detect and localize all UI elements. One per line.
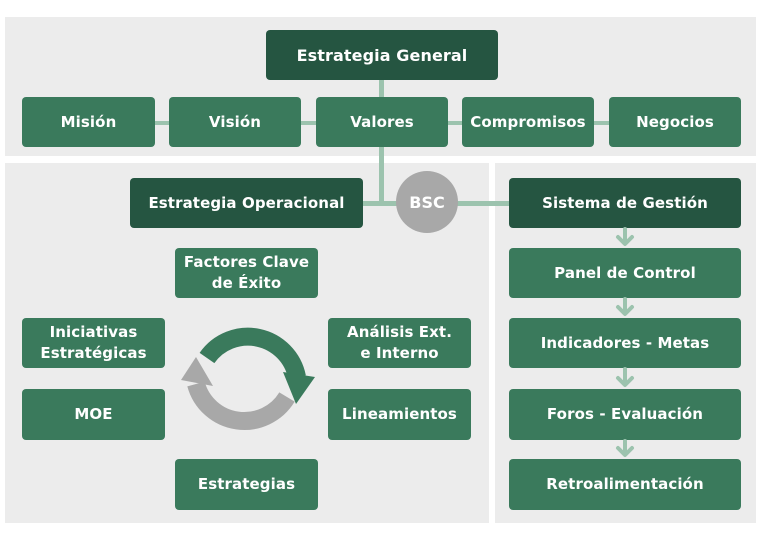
- vision-box: Visión: [169, 97, 301, 147]
- mision-box: Misión: [22, 97, 155, 147]
- valores-box: Valores: [316, 97, 448, 147]
- foros-box: Foros - Evaluación: [509, 389, 741, 440]
- sistema-gestion-box: Sistema de Gestión: [509, 178, 741, 228]
- compromisos-box: Compromisos: [462, 97, 594, 147]
- panel-control-box: Panel de Control: [509, 248, 741, 298]
- factores-clave-box: Factores Clave de Éxito: [175, 248, 318, 298]
- estrategias-box: Estrategias: [175, 459, 318, 510]
- indicadores-box: Indicadores - Metas: [509, 318, 741, 368]
- moe-box: MOE: [22, 389, 165, 440]
- analisis-box: Análisis Ext. e Interno: [328, 318, 471, 368]
- negocios-box: Negocios: [609, 97, 741, 147]
- estrategia-general-box: Estrategia General: [266, 30, 498, 80]
- lineamientos-box: Lineamientos: [328, 389, 471, 440]
- estrategia-operacional-box: Estrategia Operacional: [130, 178, 363, 228]
- bsc-circle: BSC: [396, 171, 458, 233]
- retroalimentacion-box: Retroalimentación: [509, 459, 741, 510]
- iniciativas-box: Iniciativas Estratégicas: [22, 318, 165, 368]
